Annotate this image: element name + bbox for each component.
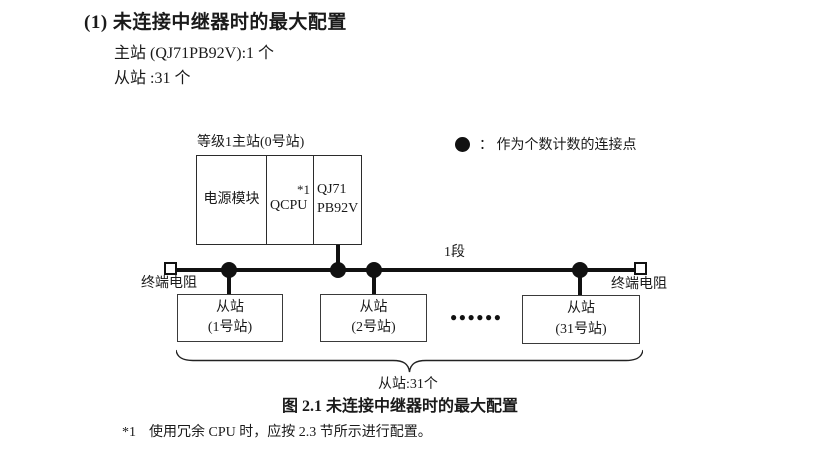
brace-label: 从站:31个 [378,377,438,392]
module-name-line2: PB92V [317,201,359,216]
cpu-label: QCPU [270,198,308,213]
slave-station-box-2: 从站 (2号站) [320,294,427,342]
cpu-cell: *1 QCPU [267,156,314,244]
connection-dot-icon [455,137,470,152]
slave-station-number: (2号站) [351,320,396,335]
module-name-line1: QJ71 [317,182,347,198]
slave-label: 从站 [359,299,388,315]
terminating-resistor-icon [634,262,647,275]
footnote: *1 使用冗余 CPU 时，应按 2.3 节所示进行配置。 [122,426,432,440]
terminating-resistor-label-right: 终端电阻 [611,277,667,292]
segment-label: 1段 [444,245,465,260]
slave-count-line: 从站 :31 个 [114,70,191,87]
slave1-drop-line [227,270,231,295]
master-drop-line [336,245,340,270]
pb92v-module-cell: QJ71 PB92V [314,156,361,244]
slave31-drop-line [578,270,582,296]
master-station-box: 电源模块 *1 QCPU QJ71 PB92V [196,155,362,245]
ellipsis-dots: ●●●●●● [450,310,503,324]
terminating-resistor-label-left: 终端电阻 [141,276,197,291]
section-heading: (1) 未连接中继器时的最大配置 [84,12,347,33]
master-station-label: 等级1主站(0号站) [197,135,305,150]
slave-station-number: (31号站) [555,321,607,337]
connection-dot-icon [572,262,588,278]
slave-station-box-1: 从站 (1号站) [177,294,283,342]
slave-station-number: (1号站) [207,320,253,335]
slave2-drop-line [372,270,376,295]
legend-text: ： 作为个数计数的连接点 [479,138,637,153]
connection-dot-icon [221,262,237,278]
cpu-footnote-marker: *1 [297,182,310,197]
footnote-marker: *1 [122,425,136,440]
connection-dot-icon [366,262,382,278]
terminating-resistor-icon [164,262,177,275]
slave-label: 从站 [216,299,244,315]
bus-line [171,268,642,272]
master-count-line: 主站 (QJ71PB92V):1 个 [114,45,275,62]
figure-caption: 图 2.1 未连接中继器时的最大配置 [281,398,518,415]
power-module-cell: 电源模块 [197,156,267,244]
footnote-text: 使用冗余 CPU 时，应按 2.3 节所示进行配置。 [149,425,432,440]
brace-shape [176,349,643,373]
connection-dot-icon [330,262,346,278]
slave-label: 从站 [567,301,595,317]
slave-station-box-31: 从站 (31号站) [522,295,640,344]
